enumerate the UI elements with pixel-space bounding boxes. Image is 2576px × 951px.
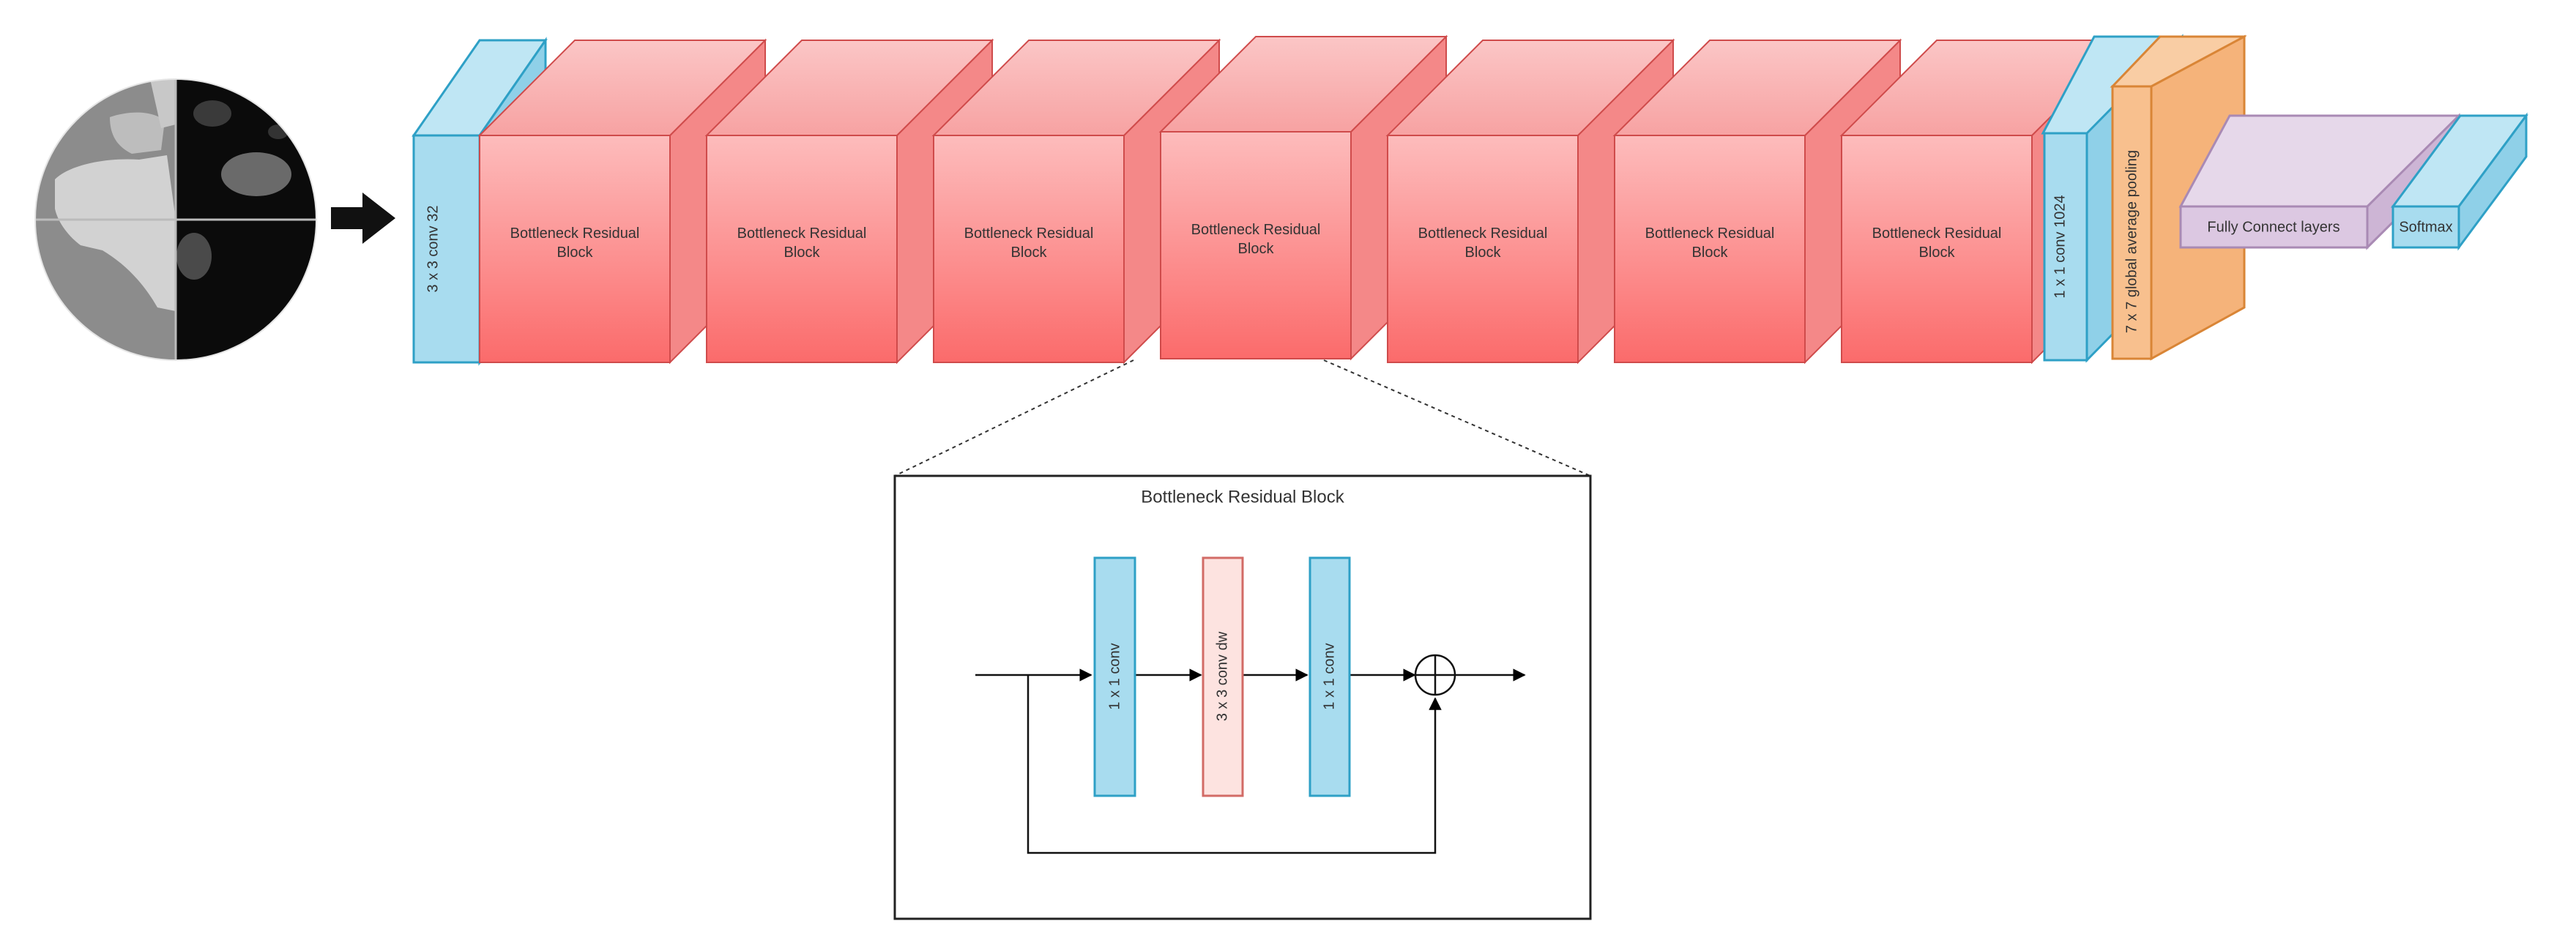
detail-dwconv-label: 3 x 3 conv dw <box>1214 631 1230 721</box>
zoom-line-left <box>894 359 1134 477</box>
circle-plus-icon <box>1414 654 1456 696</box>
bottleneck-block-label-line2: Block <box>1011 245 1048 261</box>
softmax-layer: Softmax <box>2391 112 2528 251</box>
bottleneck-block-label-line1: Bottleneck Residual <box>737 225 867 242</box>
output-conv-label: 1 x 1 conv 1024 <box>2052 195 2068 298</box>
bottleneck-block-label-line2: Block <box>784 245 821 261</box>
detail-title: Bottleneck Residual Block <box>1141 487 1344 507</box>
bottleneck-block-front <box>933 135 1125 363</box>
pooling-label: 7 x 7 global average pooling <box>2123 150 2140 333</box>
bottleneck-block-front <box>1387 135 1579 363</box>
bottleneck-block-front <box>706 135 898 363</box>
input-conv-label: 3 x 3 conv 32 <box>425 206 441 293</box>
input-visual-field-image <box>34 78 317 361</box>
arrow-right-icon <box>331 193 395 244</box>
skip-connection <box>1027 675 1442 854</box>
detail-conv1-box <box>1093 556 1136 797</box>
softmax-label: Softmax <box>2399 219 2452 235</box>
detail-conv1-label: 1 x 1 conv <box>1106 643 1123 709</box>
bottleneck-block-label-line1: Bottleneck Residual <box>1191 222 1321 238</box>
bottleneck-block-front <box>1160 131 1352 359</box>
bottleneck-detail-panel: Bottleneck Residual Block 1 x 1 conv 3 x… <box>893 474 1592 920</box>
detail-dwconv-box <box>1202 556 1244 797</box>
bottleneck-block-label-line2: Block <box>1919 245 1956 261</box>
bottleneck-block-label-line2: Block <box>557 245 594 261</box>
fc-label: Fully Connect layers <box>2207 219 2339 235</box>
bottleneck-block-label-line1: Bottleneck Residual <box>1418 225 1548 242</box>
detail-conv2-label: 1 x 1 conv <box>1321 643 1337 709</box>
zoom-line-right <box>1323 359 1591 477</box>
bottleneck-block-front <box>479 135 671 363</box>
bottleneck-block-front <box>1841 135 2033 363</box>
detail-conv2-box <box>1309 556 1351 797</box>
bottleneck-block-label-line1: Bottleneck Residual <box>964 225 1094 242</box>
bottleneck-block-label-line2: Block <box>1692 245 1729 261</box>
bottleneck-block-label-line1: Bottleneck Residual <box>510 225 640 242</box>
bottleneck-block-label-line1: Bottleneck Residual <box>1872 225 2002 242</box>
bottleneck-block-label-line1: Bottleneck Residual <box>1645 225 1775 242</box>
bottleneck-block-label-line2: Block <box>1238 241 1275 257</box>
bottleneck-block-label-line2: Block <box>1465 245 1502 261</box>
bottleneck-block-front <box>1614 135 1806 363</box>
